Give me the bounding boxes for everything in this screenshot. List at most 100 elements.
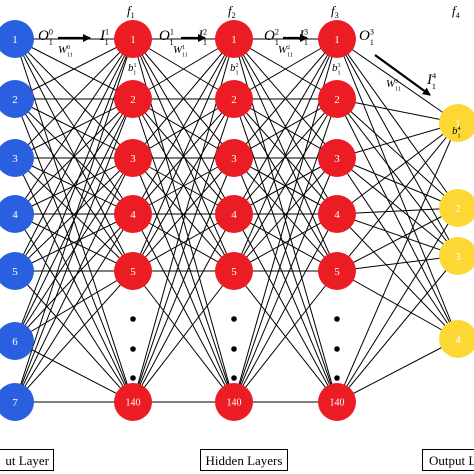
output-node-label: 1 — [455, 118, 461, 130]
edge-hidden3-output — [336, 38, 459, 209]
hidden-node-label: 140 — [227, 398, 242, 409]
input-node: 3 — [0, 139, 34, 177]
output-layer-label: Output L — [422, 449, 474, 471]
input-node-label: 1 — [12, 34, 18, 46]
output-node-label: 2 — [455, 203, 461, 215]
edge-hidden1-hidden2 — [132, 157, 235, 272]
activation-label: f4 — [452, 3, 460, 20]
edge-input-hidden1 — [14, 270, 134, 403]
hidden-node-label: 4 — [334, 209, 340, 221]
edge-hidden3-output — [336, 207, 459, 403]
edge-hidden2-hidden3 — [233, 98, 338, 159]
hidden-node-circle — [215, 139, 253, 177]
edge-hidden1-hidden2 — [132, 38, 235, 100]
hidden-node: 3 — [318, 139, 356, 177]
hidden-node-label: 5 — [130, 266, 136, 278]
activation-label: f2 — [228, 3, 236, 20]
hidden-node-circle — [318, 383, 356, 421]
edge-hidden1-hidden2 — [132, 98, 235, 272]
input-node-label: 6 — [12, 336, 18, 348]
edge-input-hidden1 — [14, 340, 134, 403]
edge-hidden1-hidden2 — [132, 38, 235, 272]
edge-hidden2-hidden3 — [233, 98, 338, 215]
input-node-label: 7 — [12, 397, 18, 409]
hidden-node: 140 — [318, 383, 356, 421]
edge-input-hidden1 — [14, 98, 134, 159]
input-node: 6 — [0, 322, 34, 360]
edge-hidden2-hidden3 — [233, 38, 338, 100]
edge-hidden2-hidden3 — [233, 157, 338, 215]
edge-input-hidden1 — [14, 98, 134, 403]
edge-hidden3-output — [336, 98, 459, 340]
hidden-node-label: 4 — [130, 209, 136, 221]
input-node-circle — [0, 139, 34, 177]
input-node-label: 2 — [12, 94, 18, 106]
edge-hidden3-output — [336, 98, 459, 124]
edge-hidden3-output — [336, 38, 459, 340]
edge-hidden3-output — [336, 98, 459, 257]
hidden-node-circle — [114, 195, 152, 233]
hidden-node-circle — [114, 383, 152, 421]
ellipsis-dot — [231, 375, 237, 381]
edge-hidden3-output — [336, 122, 459, 215]
input-node-circle — [0, 80, 34, 118]
input-node: 2 — [0, 80, 34, 118]
ellipsis-dot — [334, 316, 340, 322]
output-node-label: 4 — [455, 334, 461, 346]
hidden-node-label: 3 — [130, 153, 136, 165]
hidden-node-label: 5 — [231, 266, 237, 278]
edge-hidden3-output — [336, 213, 459, 340]
hidden-node-label: 3 — [334, 153, 340, 165]
output-node-circle — [439, 189, 474, 227]
hidden-node: 4 — [215, 195, 253, 233]
arrow-h3-to-output — [374, 54, 431, 96]
activation-label: f1 — [127, 3, 135, 20]
hidden-node-circle — [215, 195, 253, 233]
hidden-node-label: 2 — [130, 94, 136, 106]
hidden-node-circle — [318, 139, 356, 177]
hidden-node: 3 — [114, 139, 152, 177]
edge-hidden3-output — [336, 338, 459, 403]
edge-hidden2-hidden3 — [233, 270, 338, 403]
hidden-node-label: 140 — [126, 398, 141, 409]
edge-hidden3-output — [336, 122, 459, 403]
hidden-node-label: 5 — [334, 266, 340, 278]
edge-hidden1-hidden2 — [132, 157, 235, 215]
edge-hidden1-hidden2 — [132, 38, 235, 159]
edge-input-hidden1 — [14, 38, 134, 403]
hidden-node-circle — [114, 252, 152, 290]
edge-input-hidden1 — [14, 157, 134, 215]
edge-input-hidden1 — [14, 38, 134, 159]
hidden-node: 2 — [318, 80, 356, 118]
edge-input-hidden1 — [14, 213, 134, 342]
hidden-node-label: 1 — [334, 34, 340, 46]
edge-input-hidden1 — [14, 38, 134, 215]
edge-hidden1-hidden2 — [132, 270, 235, 403]
edge-hidden3-output — [336, 255, 459, 403]
hidden-node: 140 — [215, 383, 253, 421]
edge-input-hidden1 — [14, 157, 134, 272]
ellipsis-dot — [231, 316, 237, 322]
hidden-node: 5 — [215, 252, 253, 290]
hidden-node-circle — [114, 139, 152, 177]
edge-input-hidden1 — [14, 38, 134, 100]
hidden-node: 5 — [318, 252, 356, 290]
hidden-node-label: 140 — [330, 398, 345, 409]
input-node: 7 — [0, 383, 34, 421]
edge-hidden1-hidden2 — [132, 98, 235, 215]
input-node: 5 — [0, 252, 34, 290]
output-node: 2 — [439, 189, 474, 227]
edge-input-hidden1 — [14, 157, 134, 403]
hidden-node: 140 — [114, 383, 152, 421]
hidden-node-label: 2 — [334, 94, 340, 106]
ellipsis-dot — [231, 346, 237, 352]
edge-hidden3-output — [336, 207, 459, 272]
input-node-circle — [0, 20, 34, 58]
edge-input-hidden1 — [14, 38, 134, 342]
